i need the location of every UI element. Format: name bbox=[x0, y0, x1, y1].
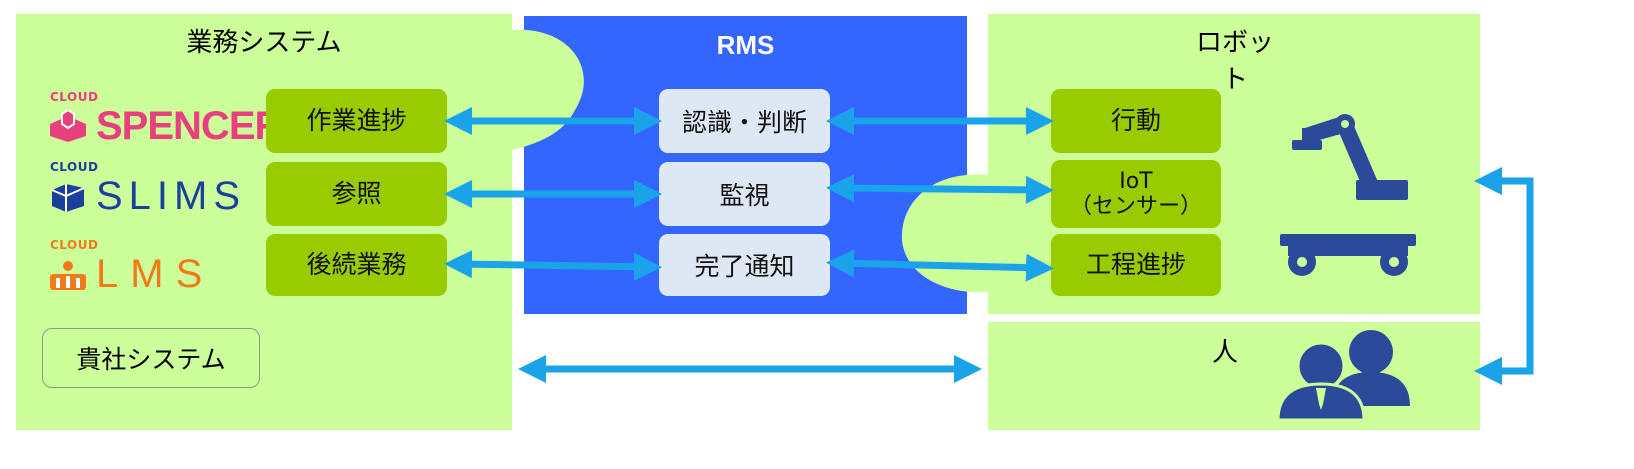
rms-item-completion: 完了通知 bbox=[659, 234, 830, 296]
rms-item-recognition: 認識・判断 bbox=[659, 89, 830, 153]
robot-item-iot: IoT （センサー） bbox=[1051, 160, 1221, 228]
left-item-progress: 作業進捗 bbox=[266, 89, 447, 153]
rms-title: RMS bbox=[716, 30, 775, 60]
business-system-title: 業務システム bbox=[186, 28, 342, 58]
robot-title: ロボット bbox=[1195, 28, 1274, 95]
arrow-completion-process bbox=[826, 249, 1054, 282]
arrow-followup-completion bbox=[444, 250, 662, 281]
robot-item-progress: 工程進捗 bbox=[1051, 234, 1221, 296]
human-title: 人 bbox=[1211, 338, 1238, 368]
spencer-name: SPENCER bbox=[96, 104, 283, 148]
spencer-box-icon bbox=[50, 110, 86, 142]
human-panel bbox=[988, 322, 1480, 430]
arrow-monitoring-iot bbox=[826, 174, 1054, 204]
lms-cloud-label: CLOUD bbox=[50, 238, 99, 252]
people-icon bbox=[1276, 330, 1410, 422]
transport-cart-icon bbox=[1280, 234, 1416, 276]
left-item-reference: 参照 bbox=[266, 162, 447, 226]
slims-cube-icon bbox=[51, 184, 85, 212]
slims-name: SLIMS bbox=[96, 174, 247, 218]
arrow-robot-human bbox=[1474, 167, 1534, 385]
company-system-label: 貴社システム bbox=[76, 345, 226, 374]
slims-cloud-label: CLOUD bbox=[50, 160, 99, 174]
spencer-logo: CLOUD SPENCER bbox=[48, 90, 283, 150]
robot-item-action: 行動 bbox=[1051, 89, 1221, 153]
rms-item-monitoring: 監視 bbox=[659, 162, 830, 226]
spencer-cloud-label: CLOUD bbox=[50, 90, 99, 104]
lms-name: LMS bbox=[96, 252, 215, 296]
robot-arm-icon bbox=[1292, 114, 1408, 200]
lms-people-icon bbox=[50, 261, 86, 290]
left-item-followup: 後続業務 bbox=[266, 234, 447, 296]
slims-logo: CLOUD SLIMS bbox=[48, 160, 258, 220]
company-system-box: 貴社システム bbox=[42, 328, 260, 388]
lms-logo: CLOUD LMS bbox=[48, 238, 258, 298]
